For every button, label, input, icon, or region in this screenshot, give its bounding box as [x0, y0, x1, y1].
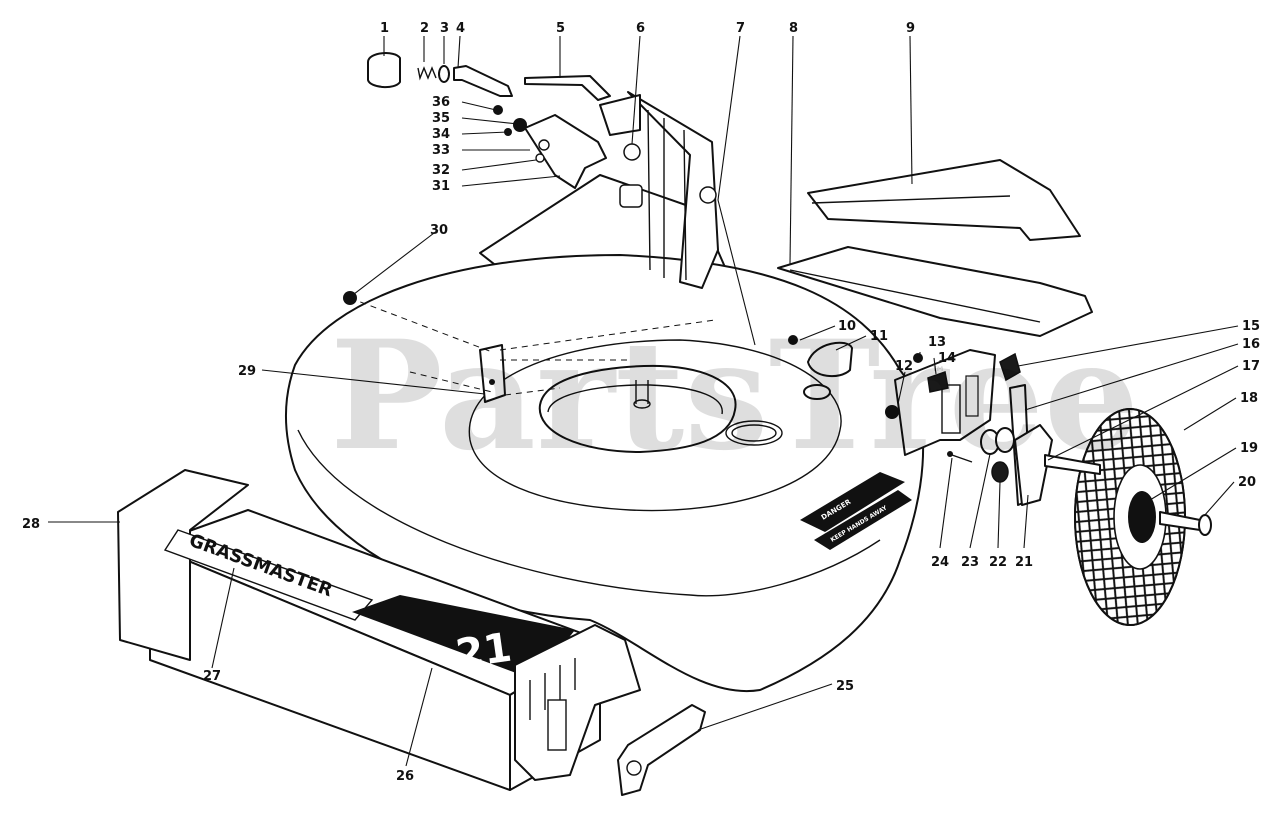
- handle-bracket-assembly: [599, 91, 719, 289]
- explode-lines: [349, 297, 716, 396]
- callout-9: 9: [906, 21, 915, 36]
- callout-32: 32: [432, 163, 450, 178]
- part-4-link[interactable]: [453, 65, 513, 97]
- callout-15: 15: [1242, 319, 1260, 334]
- callout-10: 10: [838, 319, 856, 334]
- part-8-rear-baffle[interactable]: [777, 246, 1093, 337]
- callout-5: 5: [556, 21, 565, 36]
- callout-13: 13: [928, 335, 946, 350]
- callout-11: 11: [870, 329, 888, 344]
- callout-23: 23: [961, 555, 979, 570]
- callout-24: 24: [931, 555, 949, 570]
- callout-21: 21: [1015, 555, 1033, 570]
- callout-2: 2: [420, 21, 429, 36]
- callout-31: 31: [432, 179, 450, 194]
- axle-shaft: [1044, 454, 1101, 475]
- part-11-fuel-cap[interactable]: [807, 341, 853, 378]
- callout-18: 18: [1240, 391, 1258, 406]
- part-14-clip[interactable]: [927, 371, 949, 393]
- callout-27: 27: [203, 669, 221, 684]
- callout-17: 17: [1242, 359, 1260, 374]
- model-decal-text: 21: [453, 625, 515, 678]
- callout-22: 22: [989, 555, 1007, 570]
- callout-3: 3: [440, 21, 449, 36]
- callout-7: 7: [736, 21, 745, 36]
- part-12-washer[interactable]: [803, 384, 899, 419]
- callout-20: 20: [1238, 475, 1256, 490]
- callout-8: 8: [789, 21, 798, 36]
- callout-6: 6: [636, 21, 645, 36]
- part-9-bag-cover[interactable]: [807, 159, 1081, 241]
- leader-lines: [48, 35, 1239, 767]
- partstree-watermark: PartsTree ™: [330, 308, 1139, 484]
- callout-26: 26: [396, 769, 414, 784]
- callout-4: 4: [456, 21, 465, 36]
- watermark-text: PartsTree: [330, 308, 1139, 484]
- part-3-washer[interactable]: [438, 65, 450, 83]
- watermark-trademark: ™: [930, 363, 946, 382]
- callout-28: 28: [22, 517, 40, 532]
- callout-16: 16: [1242, 337, 1260, 352]
- rear-height-bracket: [894, 349, 996, 456]
- part-10-screw[interactable]: [788, 335, 798, 345]
- callout-36: 36: [432, 95, 450, 110]
- callout-12: 12: [895, 359, 913, 374]
- part-24-bolt[interactable]: [947, 451, 973, 463]
- part-21-lever[interactable]: [1014, 424, 1053, 506]
- part-26-model-decal: 21: [352, 595, 575, 680]
- part-25-axle-bracket[interactable]: [617, 704, 706, 796]
- part-20-axle-bolt[interactable]: [1159, 511, 1212, 536]
- front-wheel-bracket: [514, 624, 641, 781]
- callout-33: 33: [432, 143, 450, 158]
- part-5-control-rod[interactable]: [524, 75, 611, 101]
- throttle-control-parts: [493, 105, 607, 189]
- part-1-knob[interactable]: [367, 52, 401, 88]
- callout-30: 30: [430, 223, 448, 238]
- callout-35: 35: [432, 111, 450, 126]
- callout-34: 34: [432, 127, 450, 142]
- callout-1: 1: [380, 21, 389, 36]
- callout-29: 29: [238, 364, 256, 379]
- part-2-spring[interactable]: [417, 66, 437, 81]
- callout-25: 25: [836, 679, 854, 694]
- callout-14: 14: [938, 351, 956, 366]
- callout-numbers: 1 2 3 4 5 6 7 8 9 10 11 12 13 14 15 16 1…: [22, 21, 1260, 784]
- part-28-end-cap[interactable]: [117, 469, 249, 661]
- part-19-hub[interactable]: [1128, 491, 1156, 543]
- part-15-adjust-knob[interactable]: [999, 352, 1021, 382]
- callout-19: 19: [1240, 441, 1258, 456]
